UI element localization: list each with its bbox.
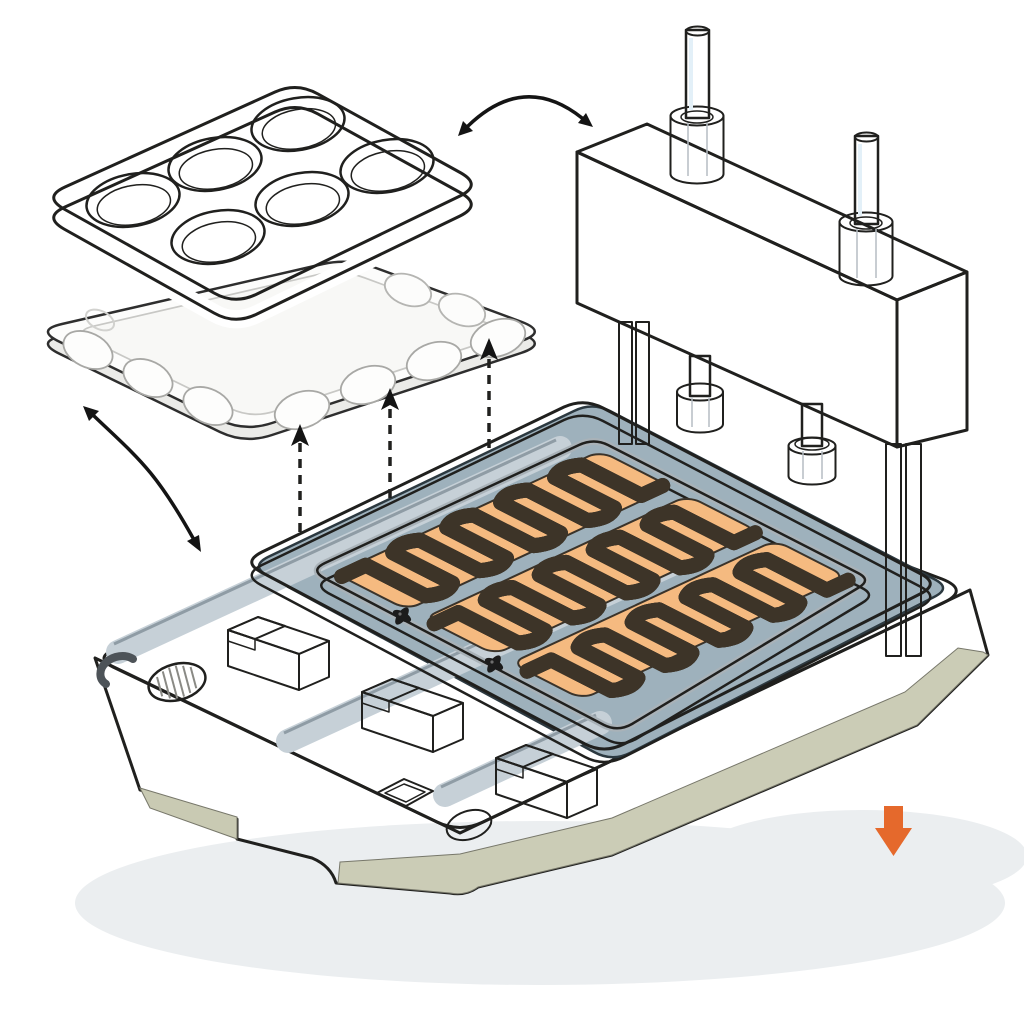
press-head bbox=[575, 25, 969, 486]
down-arrow-icon bbox=[875, 806, 912, 856]
formed-sheet-tray bbox=[46, 260, 536, 441]
mold-tray-side bbox=[52, 106, 473, 321]
heater-frame-side bbox=[250, 414, 932, 764]
swap-arrow-top bbox=[458, 95, 593, 136]
mold-wells bbox=[85, 95, 435, 266]
arrowhead-icon bbox=[291, 424, 309, 446]
arrowhead-icon bbox=[381, 388, 399, 410]
arrowhead-icon bbox=[578, 113, 593, 127]
lower-rod-right bbox=[787, 402, 837, 486]
oval-hole bbox=[445, 808, 493, 842]
guide-rod-left bbox=[669, 25, 725, 185]
arrowhead-icon bbox=[187, 535, 201, 552]
terminal-screw-2 bbox=[484, 655, 504, 673]
base-olive-front bbox=[337, 647, 989, 895]
terminal-screw-1 bbox=[392, 607, 412, 625]
press-block-side bbox=[895, 270, 969, 449]
base-olive-left bbox=[139, 787, 238, 840]
lift-arrows bbox=[291, 338, 498, 532]
film-stack-1 bbox=[227, 616, 330, 691]
guide-rod-right bbox=[838, 131, 894, 287]
support-columns-right bbox=[885, 443, 922, 657]
press-block-top bbox=[575, 122, 969, 302]
red-mold-tray bbox=[44, 86, 481, 329]
thumb-knob[interactable] bbox=[144, 657, 209, 707]
rect-recess bbox=[376, 778, 434, 807]
heater-plate bbox=[316, 440, 867, 730]
arrowhead-icon bbox=[480, 338, 498, 360]
lower-rod-left bbox=[676, 354, 724, 434]
press-block-front bbox=[575, 150, 899, 449]
swap-arrow-left bbox=[83, 406, 201, 552]
sheet-domes bbox=[62, 272, 527, 431]
support-columns-left bbox=[618, 321, 650, 445]
mold-tray-top bbox=[52, 86, 473, 301]
heater-frame bbox=[250, 401, 932, 751]
arrowhead-icon bbox=[83, 406, 99, 421]
corner-clip bbox=[96, 652, 137, 688]
ground-shadow bbox=[75, 810, 1024, 985]
arrowhead-icon bbox=[458, 121, 473, 136]
